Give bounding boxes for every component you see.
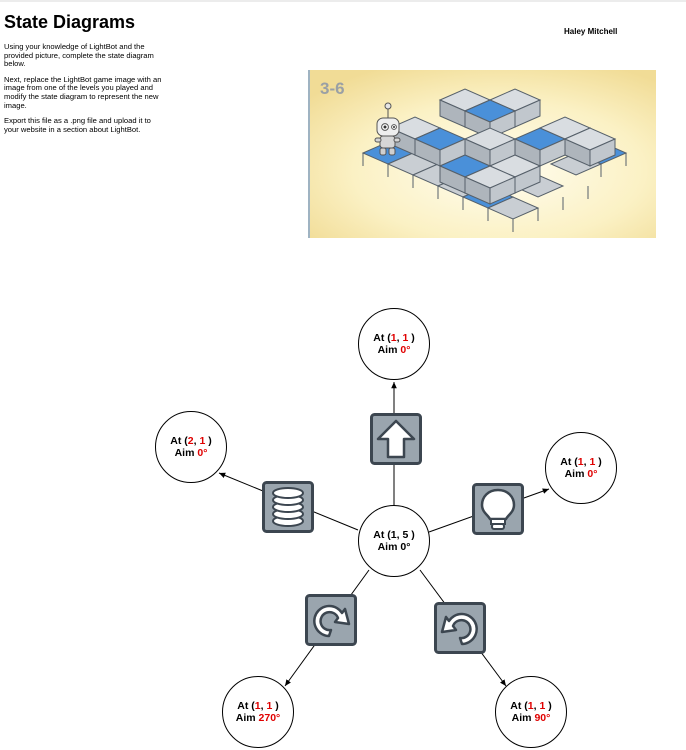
state-aim: Aim 270°: [235, 712, 281, 724]
instruction-1: Using your knowledge of LightBot and the…: [4, 42, 154, 69]
state-bottom-left: At (1, 1 ) Aim 270°: [222, 676, 294, 748]
instruction-2: Next, replace the LightBot game image wi…: [4, 74, 162, 110]
state-position: At (1, 5 ): [373, 529, 415, 541]
state-aim: Aim 0°: [377, 541, 411, 553]
state-aim: Aim 0°: [564, 468, 598, 480]
arrow-up-icon: [370, 413, 422, 465]
state-position: At (1, 1 ): [237, 700, 279, 712]
page-title: State Diagrams: [4, 12, 136, 32]
state-aim: Aim 0°: [377, 344, 411, 356]
raised-blocks: [388, 88, 617, 205]
command-light: [472, 483, 524, 535]
state-bottom-right: At (1, 1 ) Aim 90°: [495, 676, 567, 748]
lightbot-game-image: 3-6: [308, 70, 656, 238]
state-position: At (1, 1 ): [560, 456, 602, 468]
top-divider: [0, 0, 686, 2]
state-aim: Aim 0°: [174, 447, 208, 459]
spring-icon: [262, 481, 314, 533]
author-name: Haley Mitchell: [564, 27, 618, 36]
state-position: At (1, 1 ): [510, 700, 552, 712]
state-aim: Aim 90°: [511, 712, 551, 724]
state-left: At (2, 1 ) Aim 0°: [155, 411, 227, 483]
instructions: Using your knowledge of LightBot and the…: [4, 42, 164, 141]
command-turn-left: [434, 602, 486, 654]
turn-left-icon: [434, 602, 486, 654]
command-forward: [370, 413, 422, 465]
level-label: 3-6: [320, 79, 345, 98]
command-turn-right: [305, 594, 357, 646]
state-position: At (2, 1 ): [170, 435, 212, 447]
light-bulb-icon: [472, 483, 524, 535]
state-top: At (1, 1 ) Aim 0°: [358, 308, 430, 380]
instruction-3: Export this file as a .png file and uplo…: [4, 116, 151, 134]
command-jump: [262, 481, 314, 533]
state-position: At (1, 1 ): [373, 332, 415, 344]
lightbot-robot-icon: [374, 102, 401, 156]
turn-right-icon: [305, 594, 357, 646]
grid-legs: [362, 153, 627, 232]
state-right: At (1, 1 ) Aim 0°: [545, 432, 617, 504]
state-center: At (1, 5 ) Aim 0°: [358, 505, 430, 577]
